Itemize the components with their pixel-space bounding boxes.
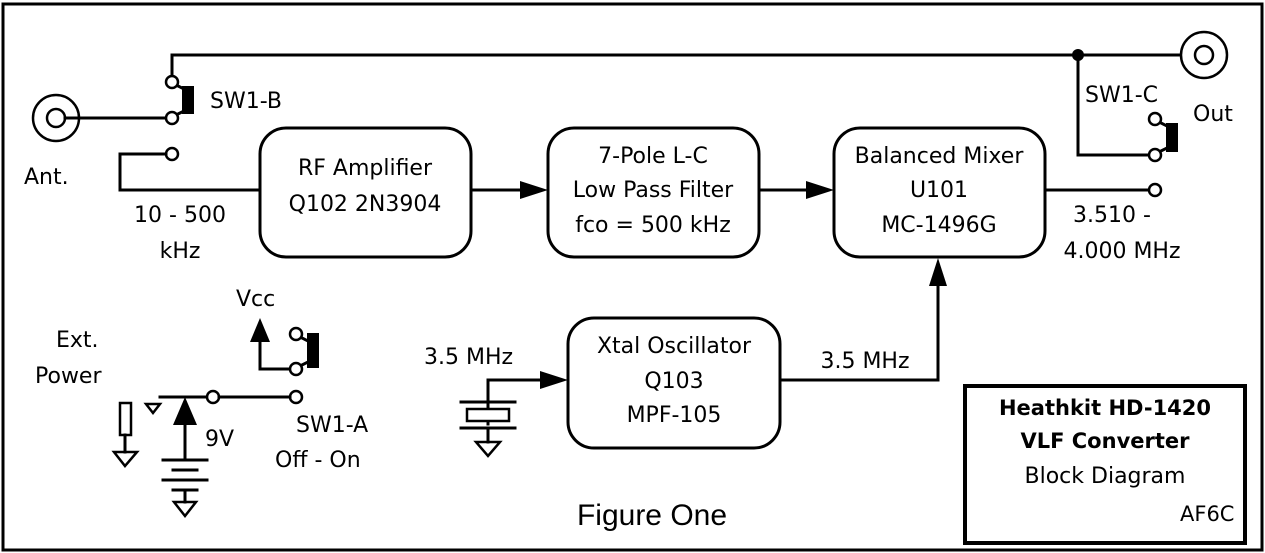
arrow-osc-to-mixer (778, 258, 947, 382)
bypass-wire (170, 49, 1185, 157)
lpf-line1: 7-Pole L-C (598, 144, 708, 169)
figure-caption: Figure One (577, 499, 727, 532)
vcc-arrow-icon (250, 318, 292, 371)
rf-amplifier-block: RF Amplifier Q102 2N3904 (258, 126, 473, 259)
arrow-rf-to-lpf (469, 181, 548, 199)
sw1a-switch-icon (288, 326, 319, 405)
ext-power-line1: Ext. (56, 328, 99, 353)
mixer-line3: MC-1496G (881, 213, 996, 238)
power-line (158, 389, 292, 462)
input-range-line1: 10 - 500 (134, 203, 226, 228)
vcc-label: Vcc (236, 287, 275, 312)
xtal-freq-label: 3.5 MHz (424, 345, 513, 370)
input-wire (118, 146, 262, 192)
ext-power-jack-icon (111, 401, 163, 468)
antenna-jack-icon (31, 93, 167, 143)
sw1c-switch-icon (1147, 111, 1178, 163)
mixer-line2: U101 (910, 178, 968, 203)
lpf-line2: Low Pass Filter (573, 178, 734, 203)
ground-icon (473, 440, 503, 458)
title-line1: Heathkit HD-1420 (999, 396, 1211, 420)
sw1b-switch-icon (164, 74, 194, 126)
sw1a-line1: SW1-A (296, 413, 368, 438)
arrow-lpf-to-mixer (757, 181, 834, 199)
out-label: Out (1193, 102, 1233, 127)
osc-output-freq: 3.5 MHz (820, 349, 909, 374)
sw1c-label: SW1-C (1085, 83, 1158, 108)
low-pass-filter-block: 7-Pole L-C Low Pass Filter fco = 500 kHz (546, 126, 761, 259)
osc-line1: Xtal Oscillator (597, 334, 752, 359)
antenna-label: Ant. (24, 165, 69, 190)
title-line4: AF6C (1180, 502, 1234, 526)
crystal-icon (459, 371, 568, 444)
title-line3: Block Diagram (1025, 464, 1186, 489)
mixer-line1: Balanced Mixer (855, 144, 1025, 169)
lpf-line3: fco = 500 kHz (575, 213, 731, 238)
rf-amp-line2: Q102 2N3904 (289, 192, 442, 217)
output-range-line1: 3.510 - (1073, 203, 1151, 228)
output-jack-icon (1179, 30, 1229, 80)
output-range-line2: 4.000 MHz (1063, 239, 1180, 264)
mixer-output-wire (1043, 182, 1163, 198)
ext-power-line2: Power (35, 364, 102, 389)
input-range-line2: kHz (160, 239, 201, 264)
osc-line3: MPF-105 (627, 403, 722, 428)
sw1b-label: SW1-B (210, 89, 282, 114)
title-block: Heathkit HD-1420 VLF Converter Block Dia… (963, 384, 1247, 545)
balanced-mixer-block: Balanced Mixer U101 MC-1496G (832, 126, 1047, 259)
battery-icon (161, 458, 209, 519)
xtal-oscillator-block: Xtal Oscillator Q103 MPF-105 (566, 316, 782, 450)
title-line2: VLF Converter (1020, 429, 1190, 453)
sw1a-line2: Off - On (275, 448, 361, 473)
osc-line2: Q103 (644, 369, 703, 394)
battery-label: 9V (205, 427, 234, 452)
rf-amp-line1: RF Amplifier (298, 156, 433, 181)
